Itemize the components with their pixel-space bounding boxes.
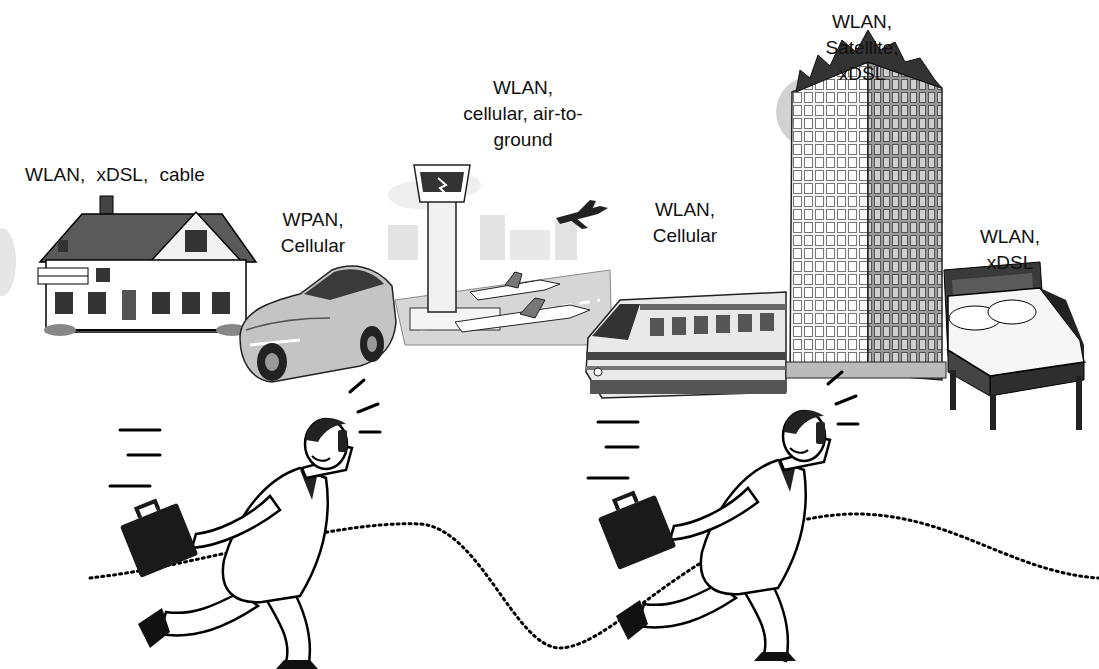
house-illustration	[38, 268, 88, 284]
train-illustration	[586, 292, 786, 398]
house-illustration	[212, 292, 230, 314]
house-illustration	[88, 292, 106, 314]
airport-illustration	[510, 230, 550, 260]
train-illustration	[738, 314, 752, 332]
airport-illustration	[505, 272, 522, 288]
train-illustration	[650, 318, 664, 336]
house-illustration	[152, 292, 170, 314]
train-illustration	[640, 304, 786, 310]
train-illustration	[594, 368, 602, 376]
running-businessman	[110, 485, 150, 488]
running-businessman	[110, 380, 380, 486]
house-illustration	[55, 292, 73, 314]
bed-illustration	[948, 288, 1084, 376]
house-illustration	[38, 276, 88, 277]
airport-illustration	[570, 218, 588, 229]
network-label: WLAN, Cellular	[645, 197, 725, 249]
car-illustration	[360, 326, 384, 362]
airport-illustration	[578, 200, 596, 214]
train-illustration	[592, 304, 640, 340]
house-illustration	[122, 290, 136, 320]
network-label: WLAN, Satellite, xDSL	[812, 9, 912, 87]
running-businessman	[120, 429, 160, 432]
airport-illustration	[555, 222, 577, 260]
car-illustration	[265, 353, 279, 371]
running-businessman	[305, 419, 347, 469]
running-businessman	[128, 454, 160, 457]
house-illustration	[44, 324, 76, 336]
running-businessman	[110, 380, 380, 669]
house-illustration	[38, 196, 256, 336]
running-businessman	[116, 494, 198, 578]
house-illustration	[58, 240, 68, 252]
airport-illustration	[388, 165, 612, 345]
running-businessman	[138, 608, 170, 648]
bed-illustration	[1076, 376, 1082, 430]
airport-illustration	[455, 305, 590, 332]
running-businessman	[360, 431, 380, 434]
airport-illustration	[414, 165, 470, 202]
running-businessman	[276, 660, 318, 669]
train-illustration	[586, 352, 786, 360]
edge-shade	[0, 228, 16, 296]
car-illustration	[367, 336, 377, 352]
bed-illustration	[988, 300, 1036, 324]
car-illustration	[246, 318, 330, 330]
running-businessman	[338, 430, 347, 452]
skyscraper-illustration	[868, 62, 942, 380]
airport-illustration	[428, 200, 456, 312]
bed-illustration	[944, 262, 1084, 430]
car-illustration	[240, 266, 396, 382]
airport-illustration	[480, 215, 505, 260]
train-illustration	[590, 380, 786, 394]
car-illustration	[304, 269, 384, 300]
car-illustration	[257, 343, 287, 381]
network-label: WLAN, cellular, air-to-ground	[463, 75, 583, 153]
network-label: WLAN, xDSL, cable	[25, 162, 255, 188]
train-illustration	[694, 316, 708, 334]
network-label: WPAN, Cellular	[273, 207, 353, 259]
running-businessman	[350, 380, 364, 392]
house-illustration	[185, 230, 207, 252]
train-illustration	[716, 315, 730, 333]
airport-illustration	[438, 178, 448, 196]
car-illustration	[240, 266, 396, 382]
airport-illustration	[520, 298, 545, 318]
skyscraper-illustration	[786, 362, 946, 378]
running-businessman	[136, 501, 158, 518]
train-illustration	[586, 366, 786, 370]
skyscraper-illustration	[790, 62, 868, 374]
airport-illustration	[388, 225, 418, 260]
bed-illustration	[1040, 288, 1084, 362]
train-illustration	[760, 313, 774, 331]
house-illustration	[150, 212, 242, 262]
running-businessman	[588, 372, 858, 661]
bed-illustration	[950, 370, 956, 410]
bed-illustration	[990, 394, 996, 430]
running-businessman	[192, 496, 280, 548]
edge-shade	[0, 228, 16, 296]
network-label: WLAN, xDSL	[970, 224, 1050, 276]
train-illustration	[586, 292, 786, 398]
train-illustration	[672, 317, 686, 335]
running-businessman	[312, 456, 330, 461]
house-illustration	[182, 292, 200, 314]
running-businessman	[120, 503, 198, 578]
train-illustration	[650, 313, 774, 336]
running-businessman	[358, 404, 378, 412]
house-illustration	[96, 268, 110, 282]
